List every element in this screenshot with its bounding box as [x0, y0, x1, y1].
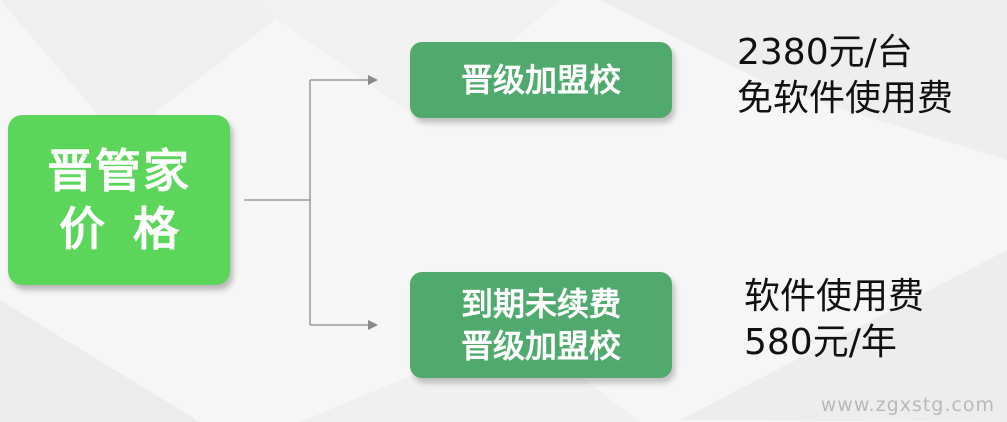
branch-2-price: 580元/年: [744, 322, 897, 363]
branch-1-label-line-1: 晋级加盟校: [460, 61, 621, 99]
branch-1-arrow-icon: [368, 75, 378, 85]
branch-1-note: 免软件使用费: [737, 78, 954, 119]
watermark: www.zgxstg.com: [820, 394, 995, 416]
branch-2-label-line-1: 到期未续费: [460, 285, 621, 323]
branch-node-upgrade: 晋级加盟校: [410, 42, 672, 118]
branch-node-expired-upgrade: 到期未续费 晋级加盟校: [410, 272, 672, 378]
branch-2-note: 软件使用费: [744, 276, 925, 317]
branch-2-arrow-icon: [368, 320, 378, 330]
branch-1-price: 2380元/台: [737, 32, 913, 73]
branch-2-description: 软件使用费 580元/年: [744, 274, 924, 366]
branch-1-description: 2380元/台 免软件使用费: [737, 30, 953, 122]
root-label-line-2: 价格: [59, 202, 207, 256]
root-label-line-1: 晋管家: [47, 144, 191, 198]
root-node: 晋管家 价格: [8, 115, 230, 285]
branch-2-label-line-2: 晋级加盟校: [460, 327, 621, 365]
